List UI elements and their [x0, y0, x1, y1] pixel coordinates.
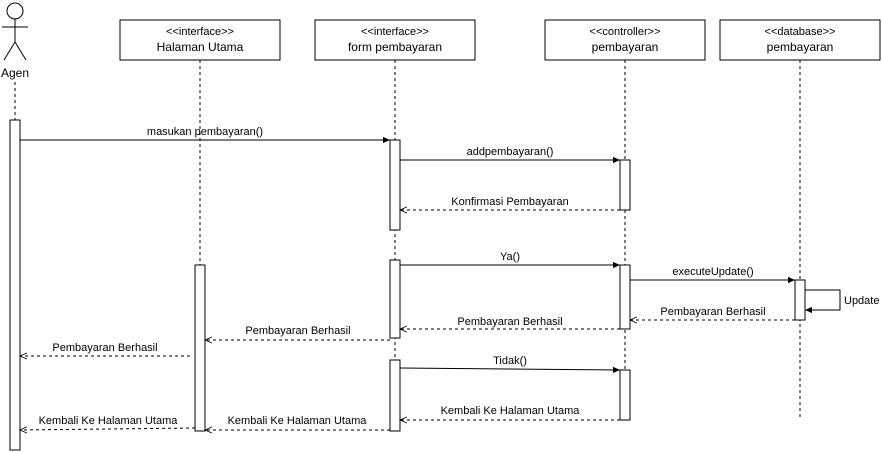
participant-halaman-utama: <<interface>> Halaman Utama	[119, 19, 281, 61]
participant-name: pembayaran	[767, 40, 834, 54]
activation-controller-3	[619, 369, 631, 421]
message-label: Kembali Ke Halaman Utama	[441, 405, 581, 417]
actor-head	[6, 2, 24, 20]
message-label: Kembali Ke Halaman Utama	[228, 415, 368, 427]
message-label: Ya()	[500, 251, 520, 263]
message-label: Kembali Ke Halaman Utama	[39, 415, 179, 427]
participant-name: Halaman Utama	[157, 40, 244, 54]
participant-box	[544, 19, 706, 61]
message-label: executeUpdate()	[672, 266, 753, 278]
self-message-arrow	[805, 289, 841, 314]
participant-name: pembayaran	[592, 40, 659, 54]
activation-form-1	[389, 139, 401, 231]
participant-stereotype: <<interface>>	[361, 26, 429, 38]
actor-name: Agen	[1, 66, 29, 80]
message-label: addpembayaran()	[467, 146, 554, 158]
participant-box	[119, 19, 281, 61]
activation-form-3	[389, 359, 401, 432]
participant-stereotype: <<interface>>	[166, 26, 234, 38]
activation-halaman-utama	[194, 264, 206, 432]
message-label: Pembayaran Berhasil	[457, 316, 562, 328]
participant-controller-pembayaran: <<controller>> pembayaran	[544, 19, 706, 61]
message-label: Pembayaran Berhasil	[52, 342, 157, 354]
participant-form-pembayaran: <<interface>> form pembayaran	[314, 19, 476, 61]
message-label: Pembayaran Berhasil	[245, 325, 350, 337]
message-return-arrow	[20, 428, 196, 430]
participant-name: form pembayaran	[348, 40, 442, 54]
participant-box	[314, 19, 476, 61]
activation-controller-1	[619, 159, 631, 211]
activation-agen	[9, 119, 21, 451]
message-label: Update	[844, 295, 879, 307]
actor-agen: Agen	[1, 2, 29, 80]
message-label: Tidak()	[493, 355, 527, 367]
actor-left-leg	[3, 41, 16, 61]
actor-right-leg	[14, 41, 27, 61]
participant-stereotype: <<database>>	[765, 26, 836, 38]
message-label: Pembayaran Berhasil	[660, 306, 765, 318]
message-label: masukan pembayaran()	[147, 126, 263, 138]
participant-stereotype: <<controller>>	[590, 26, 661, 38]
activation-database	[794, 279, 806, 321]
message-label: Konfirmasi Pembayaran	[451, 196, 568, 208]
message-arrow	[399, 366, 621, 374]
participant-box	[719, 19, 881, 61]
participant-database-pembayaran: <<database>> pembayaran	[719, 19, 881, 61]
activation-form-2	[389, 259, 401, 339]
activation-controller-2	[619, 264, 631, 330]
